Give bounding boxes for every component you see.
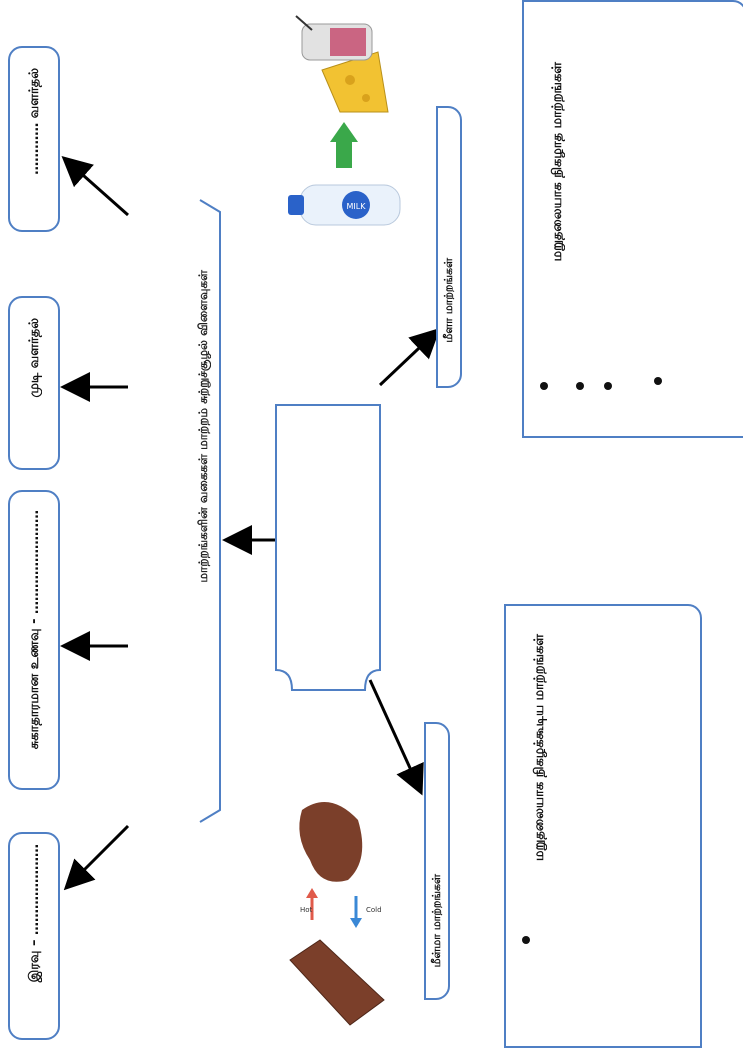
bullet-3 [604,382,612,390]
bullet-1 [540,382,548,390]
arrow-to-irreversible-box [378,327,441,387]
reversible-change-box: மீள்மா மாற்றங்கள் [424,722,450,1000]
reversible-examples-box: மறுதலையாக நிகழக்கூடிய மாற்றங்கள் [504,604,702,1048]
chocolate-bar-icon [289,939,385,1026]
cheese-icon [321,51,389,113]
change-arrow-icon [330,122,358,168]
milk-bottle-icon: MILK [288,184,401,226]
food-box: சுகாதாரமான உணவு - …………………… [8,490,60,790]
growth-box: ………… வளர்தல் [8,46,60,232]
night-box: இரவு – ………………… [8,832,60,1040]
hair-box: முடி வளர்தல் [8,296,60,470]
center-bracket [199,199,221,823]
arrow-to-reversible-box [368,679,424,796]
svg-text:MILK: MILK [347,202,367,211]
arrow-to-night-box [63,824,130,891]
melted-chocolate-icon [299,802,363,882]
irreversible-examples-box: மறுதலையாக நிகழாத மாற்றங்கள் [522,0,743,438]
cup-icon [295,15,373,61]
bullet-5 [522,936,530,944]
bullet-4 [654,377,662,385]
svg-text:Cold: Cold [366,906,382,914]
bullet-2 [576,382,584,390]
arrow-to-growth-box [61,156,129,217]
irreversible-change-box: மீளா மாற்றங்கள் [436,106,462,388]
svg-text:Hot: Hot [300,906,313,914]
heat-arrows-icon: Hot Cold [300,888,382,928]
central-box-outline [275,404,381,691]
